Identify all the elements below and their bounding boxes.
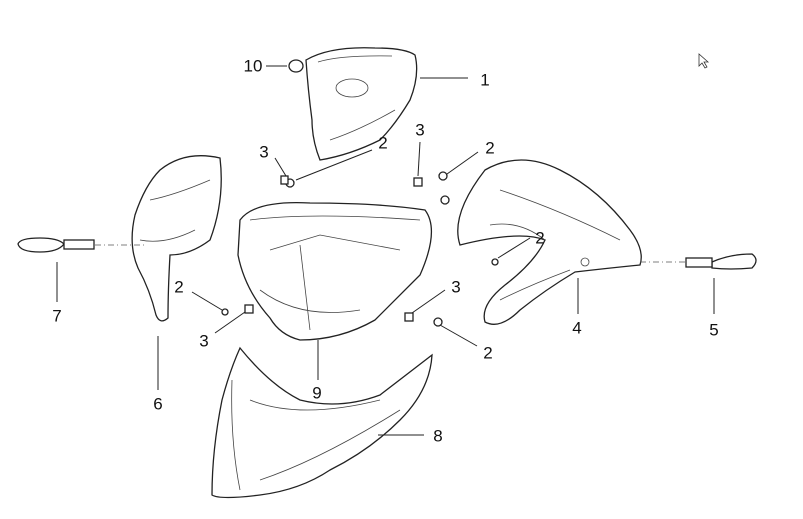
callout-10: 10 — [243, 56, 263, 76]
callout-7: 7 — [52, 306, 62, 326]
part-7-left-indicator — [17, 237, 65, 253]
fasteners — [221, 171, 499, 327]
callout-3: 3 — [199, 331, 209, 351]
callout-9: 9 — [312, 383, 322, 403]
part-10-oring — [288, 59, 304, 73]
callout-3: 3 — [415, 120, 425, 140]
callout-2: 2 — [485, 138, 495, 158]
callout-6: 6 — [153, 394, 163, 414]
callout-8: 8 — [433, 426, 443, 446]
callout-4: 4 — [572, 318, 582, 338]
mouse-cursor-icon — [698, 53, 710, 69]
part-1-top-cover — [305, 47, 418, 161]
part-5-right-indicator — [711, 253, 757, 270]
part-4-right-panel — [457, 159, 642, 325]
callout-2: 2 — [378, 133, 388, 153]
callout-1: 1 — [480, 70, 490, 90]
callout-2: 2 — [483, 343, 493, 363]
callout-3: 3 — [451, 277, 461, 297]
callout-3: 3 — [259, 142, 269, 162]
part-9-headlight — [237, 201, 433, 341]
part-6-left-panel — [131, 155, 222, 322]
callout-5: 5 — [709, 320, 719, 340]
part-8-lower-cover — [211, 346, 433, 499]
callout-2: 2 — [535, 228, 545, 248]
callout-2: 2 — [174, 277, 184, 297]
